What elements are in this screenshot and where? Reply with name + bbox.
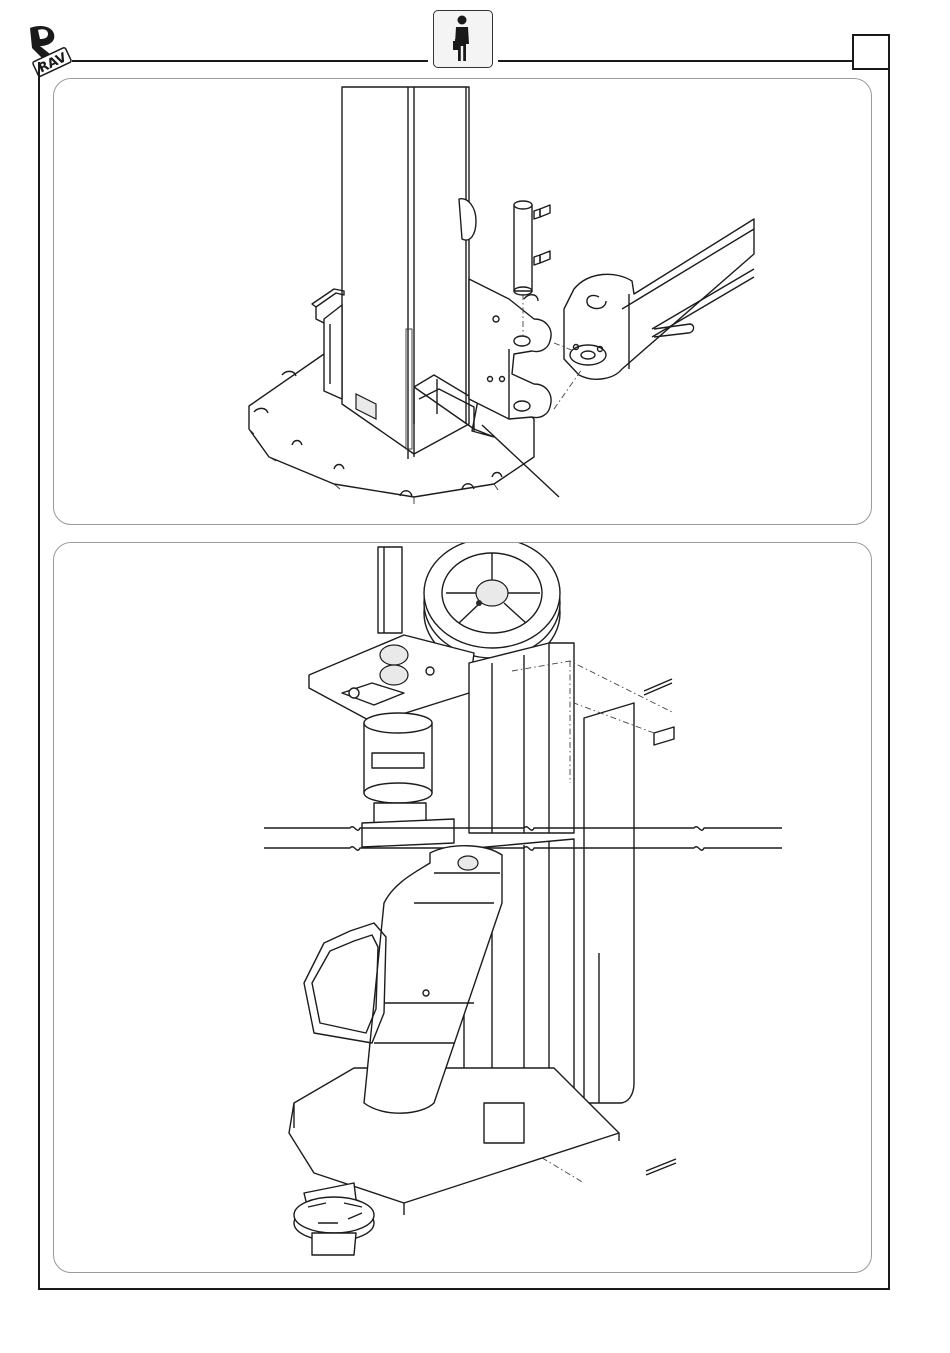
screw-bottom [534,251,550,265]
operator-with-case-icon [434,11,491,66]
figure-panel-top [53,78,872,525]
screw-top [534,205,550,219]
figure-panel-bottom [53,542,872,1273]
arm-pin [514,205,532,291]
arm-bracket [469,279,551,419]
guide-rod [378,547,402,633]
pin-top [644,679,672,695]
operator-badge [433,10,493,68]
rubber-pad [294,1197,374,1255]
column-carriage-arm-drawing [54,543,872,1273]
pin-bottom [646,1159,676,1175]
base-plate [289,1068,619,1203]
carriage [469,643,574,833]
column-base-arm-drawing [54,79,872,525]
cover-plate [584,703,634,1103]
